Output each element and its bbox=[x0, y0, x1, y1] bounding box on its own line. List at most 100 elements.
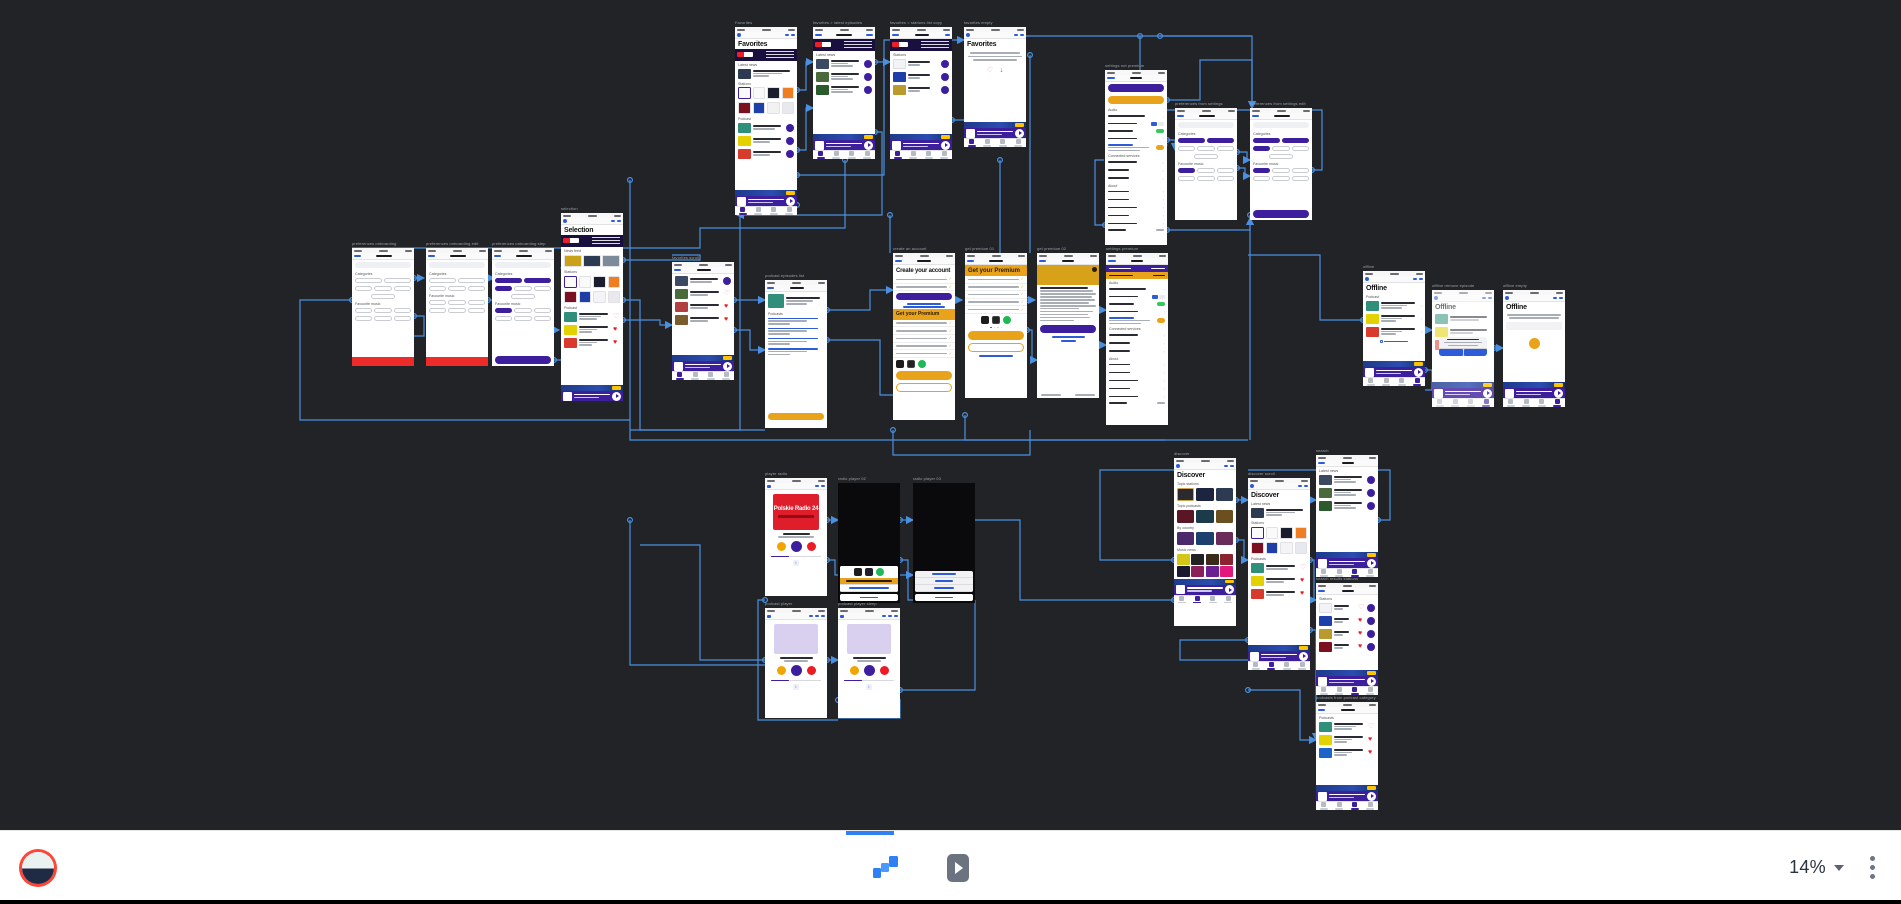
how-premium-works-link[interactable] bbox=[1051, 336, 1085, 339]
station-tiles-2[interactable] bbox=[1248, 540, 1310, 555]
frame-selection[interactable]: Selection News feed Stations Podcast ♡ ♥… bbox=[561, 213, 623, 401]
play-icon[interactable] bbox=[723, 361, 732, 371]
dialog-confirm-button[interactable] bbox=[1462, 349, 1487, 357]
tab-offline[interactable] bbox=[1363, 802, 1379, 810]
offline-list[interactable]: › › › bbox=[1363, 299, 1425, 361]
settings-row[interactable]: › bbox=[1105, 112, 1167, 120]
nav-bar[interactable] bbox=[1175, 113, 1237, 120]
play-icon[interactable] bbox=[1015, 128, 1024, 138]
about-row[interactable]: › bbox=[1105, 212, 1167, 220]
more-options-icon[interactable] bbox=[1870, 856, 1875, 879]
promo-banner[interactable] bbox=[890, 39, 952, 51]
tab-bar[interactable] bbox=[964, 138, 1026, 147]
tab-favorites[interactable] bbox=[735, 207, 751, 215]
about-row[interactable]: › bbox=[1106, 369, 1168, 377]
tab-discover[interactable] bbox=[980, 139, 996, 147]
tab-favorites[interactable] bbox=[964, 139, 980, 147]
tab-offline[interactable] bbox=[1295, 662, 1311, 670]
tab-bar[interactable] bbox=[1363, 377, 1425, 386]
topic-podcast-tiles[interactable] bbox=[1174, 508, 1236, 524]
info-icon[interactable]: i bbox=[793, 684, 799, 691]
list-item[interactable] bbox=[890, 70, 952, 83]
tab-search[interactable] bbox=[1534, 399, 1550, 407]
nav-bar[interactable] bbox=[1363, 276, 1425, 283]
list-item[interactable]: ♥ bbox=[561, 336, 623, 349]
list-item[interactable] bbox=[813, 83, 875, 96]
music-chips[interactable] bbox=[1250, 174, 1312, 182]
ad-banner[interactable] bbox=[735, 190, 797, 196]
share-action-sheet[interactable] bbox=[840, 566, 898, 592]
heart-filled-icon[interactable]: ♥ bbox=[1358, 643, 1363, 650]
player-controls[interactable] bbox=[765, 663, 827, 678]
category-chips[interactable] bbox=[352, 292, 414, 300]
share-services[interactable] bbox=[840, 566, 898, 578]
frame-discover-scroll[interactable]: Discover Latest news Stations Podcasts ♡… bbox=[1248, 478, 1310, 670]
station-results-list[interactable]: ♡ ♥ ♥ ♥ bbox=[1316, 601, 1378, 670]
tab-offline[interactable] bbox=[782, 207, 798, 215]
station-list[interactable] bbox=[890, 57, 952, 134]
premium-cta-button[interactable] bbox=[768, 413, 824, 420]
settings-row[interactable] bbox=[1106, 300, 1168, 308]
nav-bar[interactable] bbox=[1174, 463, 1236, 470]
player-controls[interactable] bbox=[765, 539, 827, 554]
category-chips[interactable] bbox=[1175, 136, 1237, 144]
share-cancel-button[interactable] bbox=[840, 594, 898, 601]
ad-cta-button[interactable] bbox=[786, 191, 795, 195]
tab-bar[interactable] bbox=[1503, 398, 1565, 407]
list-item[interactable] bbox=[765, 336, 827, 346]
topic-station-tiles[interactable] bbox=[1174, 486, 1236, 502]
plan-monthly[interactable] bbox=[968, 330, 1024, 340]
heart-filled-icon[interactable]: ♥ bbox=[613, 339, 618, 346]
tab-discover[interactable] bbox=[1264, 662, 1280, 670]
service-row-apple-music[interactable]: › bbox=[1106, 331, 1168, 339]
play-icon[interactable] bbox=[1367, 676, 1376, 686]
music-chips[interactable] bbox=[426, 306, 488, 314]
design-canvas[interactable]: Favorites Favorites Latest news Stations… bbox=[0, 0, 1901, 830]
list-item[interactable] bbox=[1316, 473, 1378, 486]
list-item[interactable]: ♥ bbox=[672, 313, 734, 326]
heart-filled-icon[interactable]: ♥ bbox=[1368, 736, 1373, 743]
frame-get-premium[interactable]: Get your Premium ✓ ✓ ✓ ✓ ✓ bbox=[965, 253, 1027, 398]
about-row[interactable]: › bbox=[1105, 188, 1167, 196]
nav-bar[interactable] bbox=[893, 258, 955, 265]
country-tiles[interactable] bbox=[1174, 530, 1236, 546]
settings-list[interactable]: › › Connected services › › › About › › ›… bbox=[1106, 285, 1168, 425]
category-chips[interactable] bbox=[1175, 144, 1237, 152]
about-row[interactable]: › bbox=[1106, 385, 1168, 393]
category-chips[interactable] bbox=[492, 284, 554, 292]
tab-search[interactable] bbox=[1347, 569, 1363, 577]
category-chips[interactable] bbox=[426, 276, 488, 284]
favorite-heart-icon[interactable] bbox=[806, 541, 816, 551]
list-item[interactable]: ♥ bbox=[561, 323, 623, 336]
play-pause-icon[interactable] bbox=[790, 664, 802, 676]
music-chips[interactable] bbox=[492, 314, 554, 322]
tab-bar[interactable] bbox=[1316, 801, 1378, 810]
progress-slider[interactable] bbox=[844, 679, 894, 682]
nav-bar[interactable] bbox=[735, 32, 797, 39]
nav-bar[interactable] bbox=[765, 483, 827, 490]
podcast-list[interactable]: ♡ ♥ ♥ bbox=[1248, 561, 1310, 645]
about-row[interactable]: › bbox=[1106, 361, 1168, 369]
now-playing-bar[interactable] bbox=[735, 190, 797, 206]
tab-bar[interactable] bbox=[1316, 568, 1378, 577]
nav-bar[interactable] bbox=[1106, 258, 1168, 265]
settings-row[interactable] bbox=[1105, 127, 1167, 135]
terms-link[interactable] bbox=[903, 306, 945, 308]
nav-bar[interactable] bbox=[1105, 75, 1167, 82]
list-item[interactable] bbox=[890, 83, 952, 96]
episode-list[interactable] bbox=[813, 57, 875, 134]
play-icon[interactable] bbox=[1414, 367, 1423, 377]
list-item[interactable] bbox=[1316, 499, 1378, 512]
tab-offline[interactable] bbox=[1410, 378, 1426, 386]
play-icon[interactable] bbox=[1367, 558, 1376, 568]
episode-list[interactable] bbox=[765, 316, 827, 411]
toggle-switch[interactable] bbox=[1156, 128, 1164, 133]
nav-bar[interactable] bbox=[1503, 295, 1565, 302]
list-item[interactable] bbox=[672, 274, 734, 287]
settings-row[interactable]: › bbox=[1105, 135, 1167, 143]
search-input[interactable] bbox=[1178, 122, 1234, 128]
toggle-switch[interactable] bbox=[1157, 301, 1165, 306]
station-tiles-2[interactable] bbox=[561, 289, 623, 304]
list-item[interactable]: ♡ bbox=[1248, 561, 1310, 574]
tab-search[interactable] bbox=[1347, 802, 1363, 810]
